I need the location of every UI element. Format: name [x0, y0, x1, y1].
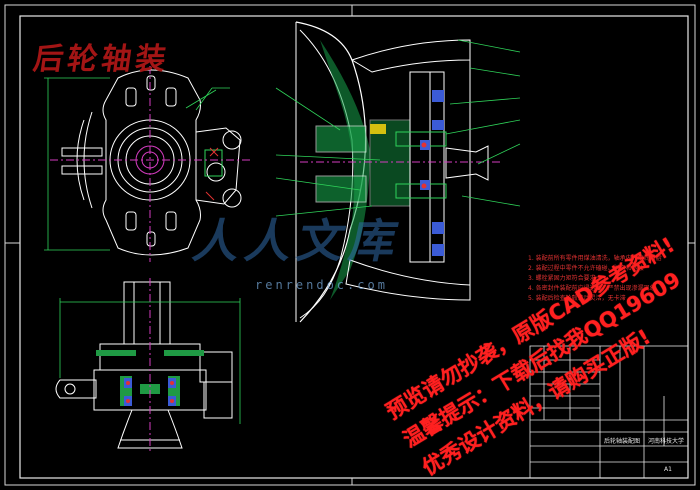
watermark-logo: 人人文库: [188, 214, 409, 268]
leader-lines: [275, 39, 521, 217]
dimension-lines-section: [59, 298, 241, 424]
inner-frame: [19, 15, 689, 479]
wheel-cross-section: [295, 21, 500, 323]
title-block-sheet: A1: [664, 466, 672, 473]
outer-frame: [4, 4, 696, 486]
dimension-lines-front: [44, 77, 230, 251]
title-block-school: 河南科技大学: [648, 438, 685, 445]
technical-requirements: 1. 装配前所有零件用煤油清洗，轴承内充填润滑脂 2. 装配过程中零件不允许磕碰…: [528, 254, 688, 304]
title-block: [529, 345, 689, 479]
tech-note: 1. 装配前所有零件用煤油清洗，轴承内充填润滑脂: [528, 255, 662, 262]
hub-section-view: [55, 281, 233, 449]
tech-note: 2. 装配过程中零件不允许磕碰、划伤和锈蚀: [528, 265, 644, 272]
title-block-drawing-name: 后轮轴装配图: [604, 438, 641, 445]
hub-bearing-balls: [126, 381, 174, 403]
red-detail-marks: [205, 147, 219, 201]
tech-note: 4. 各密封件装配前应浸透油，严禁出现渗漏现象: [528, 285, 656, 292]
tech-note: 5. 装配后检查轮毂转动灵活，无卡滞: [528, 295, 626, 302]
watermark-url: renrendoc.com: [255, 278, 388, 292]
drawing-title: 后轮轴装: [31, 42, 172, 77]
tech-note: 3. 螺栓紧固力矩符合要求: [528, 275, 596, 282]
